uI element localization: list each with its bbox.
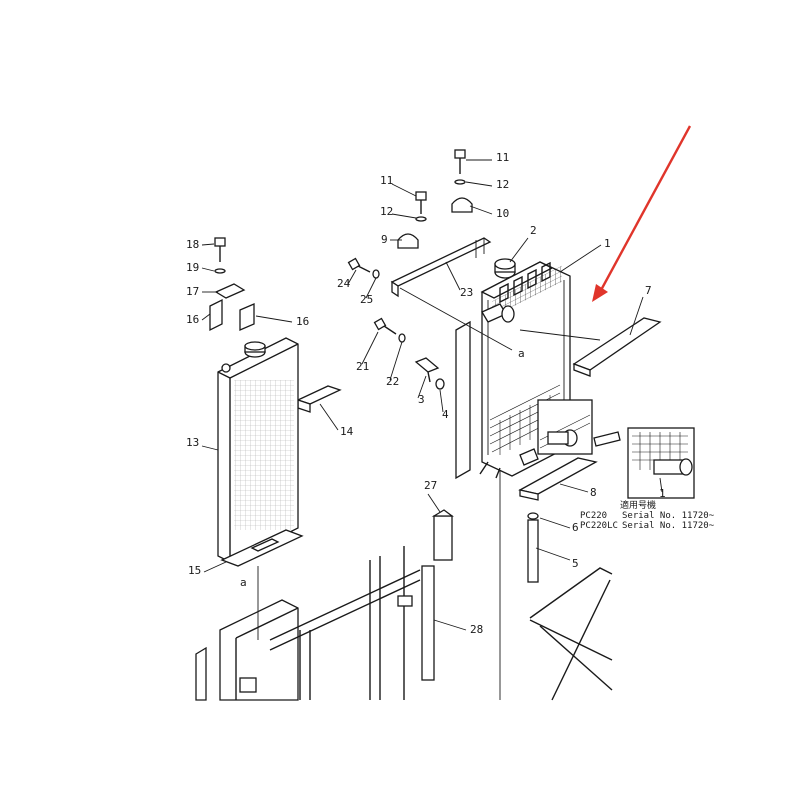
serial-note-model-1: PC220 (580, 511, 607, 521)
hose-fitting (593, 431, 621, 447)
callout-c7: 7 (645, 284, 652, 297)
serial-note-serial-1: Serial No. 11720~ (622, 511, 715, 521)
stand (529, 567, 613, 701)
callout-c28: 28 (470, 623, 483, 636)
leader-lines (201, 159, 644, 700)
callout-c14: 14 (340, 425, 354, 438)
bolt-11a (415, 191, 427, 222)
reference-marks: aa (240, 347, 525, 589)
frame-structure (195, 546, 421, 701)
serial-note-serial-2: Serial No. 11720~ (622, 521, 715, 531)
callout-c18: 18 (186, 238, 199, 251)
seal-bar-8 (518, 457, 598, 501)
post-28 (421, 565, 435, 681)
callout-c5: 5 (572, 557, 579, 570)
plug-4 (435, 378, 445, 390)
gasket-15 (220, 529, 304, 567)
clamp-10 (451, 197, 473, 213)
callout-c3: 3 (418, 393, 425, 406)
bolt-21 (373, 317, 406, 343)
callout-c8: 8 (590, 486, 597, 499)
callout-c16b: 16 (296, 315, 309, 328)
reference-mark-a-top: a (518, 347, 525, 360)
serial-note-model-2: PC220LC (580, 521, 618, 531)
clip-16-left (209, 298, 223, 332)
callout-c25: 25 (360, 293, 373, 306)
serial-note-header: 適用号機 (620, 499, 656, 511)
callout-c19: 19 (186, 261, 199, 274)
bracket-23 (390, 237, 492, 298)
nut-6 (527, 512, 539, 520)
callout-c17: 17 (186, 285, 199, 298)
seal-bar-14 (296, 385, 342, 413)
callout-c23: 23 (460, 286, 473, 299)
callout-c11a: 11 (380, 174, 393, 187)
oil-cooler-13 (217, 337, 299, 563)
serial-note: 適用号機 PC220 PC220LC Serial No. 11720~ Ser… (580, 499, 715, 531)
reference-mark-a-bottom: a (240, 576, 247, 589)
clip-17 (214, 283, 246, 299)
callout-c2: 2 (530, 224, 537, 237)
cushion-27 (431, 509, 454, 561)
callout-c21: 21 (356, 360, 369, 373)
callout-c1: 1 (604, 237, 611, 250)
bolt-18 (214, 237, 226, 274)
callout-c6: 6 (572, 521, 579, 534)
radiator-main (455, 258, 571, 480)
callout-c10: 10 (496, 207, 509, 220)
callout-c13: 13 (186, 436, 199, 449)
clamp-9 (397, 233, 419, 249)
clip-16-right (239, 303, 255, 331)
callout-c27: 27 (424, 479, 437, 492)
callout-c12a: 12 (380, 205, 393, 218)
red-arrow (592, 125, 692, 302)
detail-inset-2: 1 (627, 427, 695, 500)
callout-c16a: 16 (186, 313, 199, 326)
callout-c22: 22 (386, 375, 399, 388)
detail-inset-1 (537, 399, 593, 455)
drain-valve-3 (414, 357, 440, 383)
pipe-5 (527, 519, 539, 583)
bolt-11b (454, 149, 466, 185)
seal-bar-7 (572, 317, 662, 377)
bolt-24 (347, 257, 380, 279)
callout-c15: 15 (188, 564, 201, 577)
inset-callout-label: 1 (659, 487, 666, 500)
callout-c24: 24 (337, 277, 351, 290)
callout-c9: 9 (381, 233, 388, 246)
callout-c4: 4 (442, 408, 449, 421)
callout-c12b: 12 (496, 178, 509, 191)
callout-c11b: 11 (496, 151, 509, 164)
